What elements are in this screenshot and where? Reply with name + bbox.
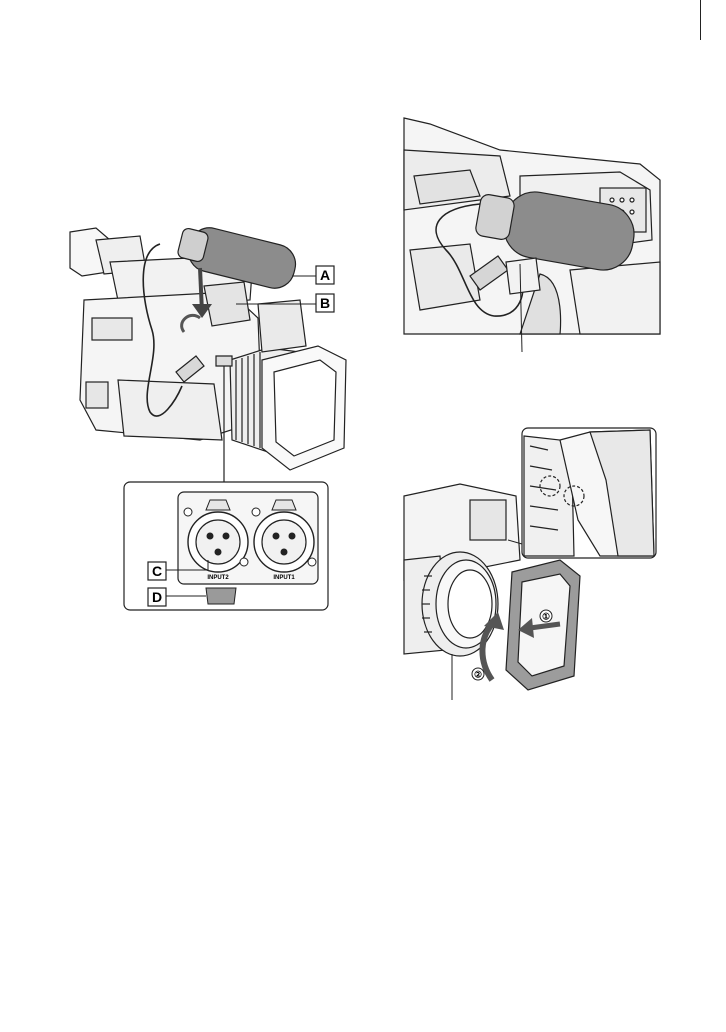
- callout-b: B: [316, 294, 334, 312]
- input1-label: INPUT1: [273, 575, 295, 581]
- callout-d-label: D: [152, 589, 162, 605]
- hood-alignment-inset: [508, 428, 656, 558]
- callout-d: D: [148, 588, 166, 606]
- callout-c-label: C: [152, 563, 162, 579]
- step-2-marker: ②: [472, 668, 484, 680]
- callout-c: C: [148, 562, 166, 580]
- camcorder-mic-illustration: [70, 224, 346, 482]
- mic-mounted-closeup: [404, 118, 660, 352]
- step-1-marker: ①: [540, 610, 552, 622]
- callout-a-label: A: [320, 267, 330, 283]
- step-1-label: ①: [542, 612, 550, 622]
- callout-b-label: B: [320, 295, 330, 311]
- input2-label: INPUT2: [207, 575, 229, 581]
- step-2-label: ②: [474, 670, 482, 680]
- callout-a: A: [316, 266, 334, 284]
